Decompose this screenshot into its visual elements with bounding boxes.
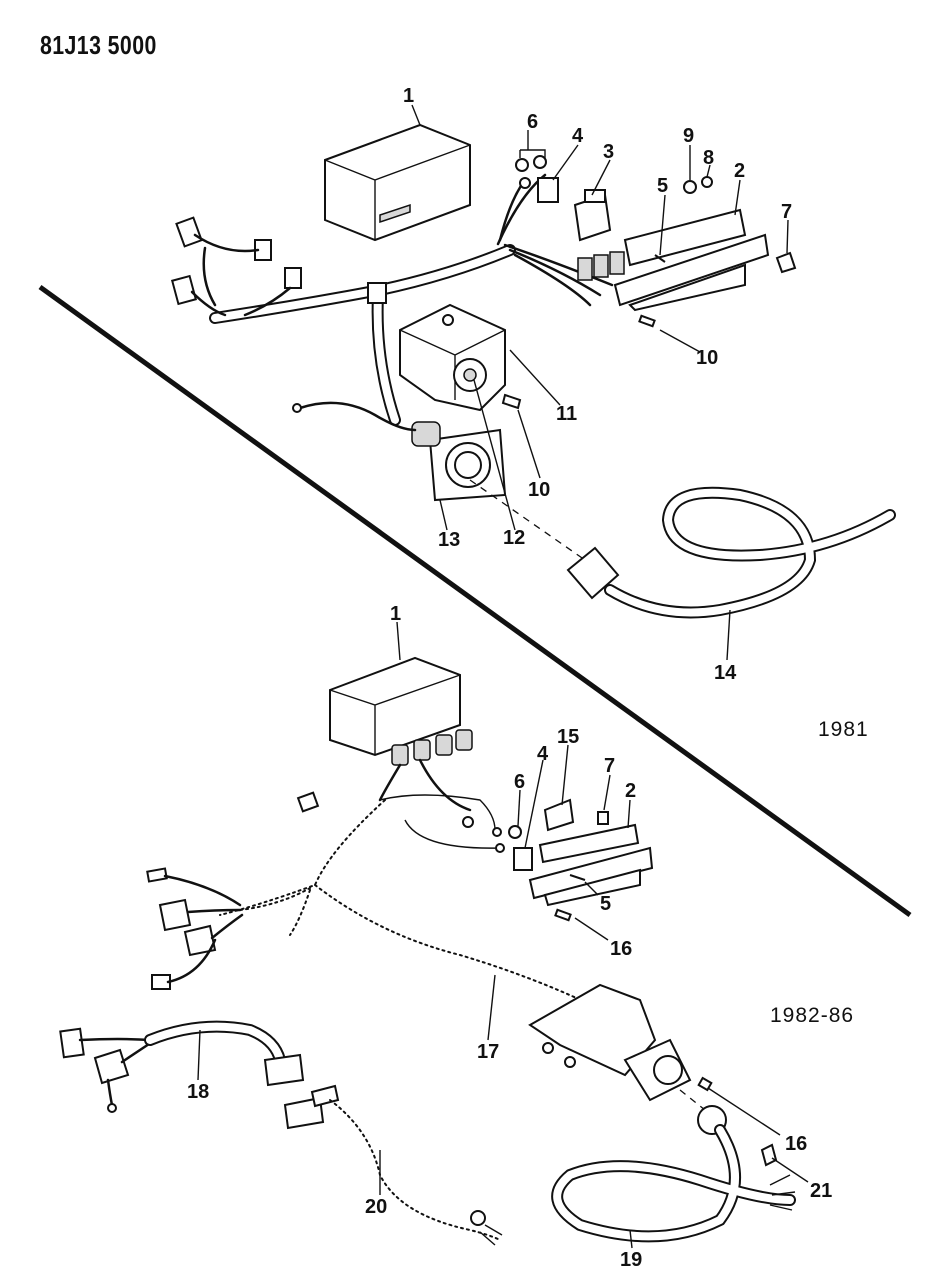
harness-18 [59,1020,340,1130]
socket-mount-plate [399,303,506,412]
callout-label: 18 [187,1081,209,1103]
lower-assembly [59,656,796,1246]
callout-label: 5 [657,175,668,197]
mounting-bracket-upper [613,208,770,312]
upper-assembly [170,123,896,619]
callout-label: 7 [604,755,615,777]
harness-20 [329,1099,501,1241]
callout-label: 7 [781,201,792,223]
document-code: 81J13 5000 [40,30,157,60]
trailer-cable-lower [551,1124,796,1243]
socket-mount-lower [528,983,692,1102]
trailer-cable-upper [566,486,896,619]
divider-line [38,284,912,918]
callout-label: 5 [600,893,611,915]
callout-label: 19 [620,1249,642,1271]
left-connectors-upper [170,216,302,317]
mounting-bracket-lower [528,823,654,907]
callout-label: 12 [503,527,525,549]
callout-label: 10 [696,347,718,369]
callouts-upper: 1 2 3 4 5 6 7 8 9 10 10 11 12 13 14 [403,85,792,684]
left-connectors-lower [146,867,311,990]
callout-label: 20 [365,1196,387,1218]
callout-label: 14 [714,662,737,684]
callout-label: 3 [603,141,614,163]
year-label-lower: 1982-86 [770,1004,854,1027]
callout-label: 10 [528,479,550,501]
callout-label: 2 [734,160,745,182]
trailer-socket-upper [292,401,507,502]
callout-label: 13 [438,529,460,551]
callout-label: 16 [610,938,632,960]
callout-label: 11 [556,403,577,425]
callout-label: 21 [810,1180,832,1202]
callout-label: 1 [403,85,414,107]
callout-label: 6 [527,111,538,133]
callout-label: 9 [683,125,694,147]
callout-label: 15 [557,726,579,748]
harness-17 [219,799,386,916]
callout-label: 6 [514,771,525,793]
year-label-upper: 1981 [818,718,869,741]
callout-label: 17 [477,1041,499,1063]
callout-label: 1 [390,603,401,625]
callout-label: 4 [572,125,584,147]
leader-lines [197,104,809,1249]
callout-label: 4 [537,743,549,765]
cover-box-upper [324,123,471,242]
callout-label: 8 [703,147,714,169]
callout-label: 16 [785,1133,807,1155]
callouts-lower: 1 2 4 5 6 7 15 16 16 17 18 19 20 21 [187,603,832,1271]
cover-box-lower [329,656,461,757]
callout-label: 2 [625,780,636,802]
